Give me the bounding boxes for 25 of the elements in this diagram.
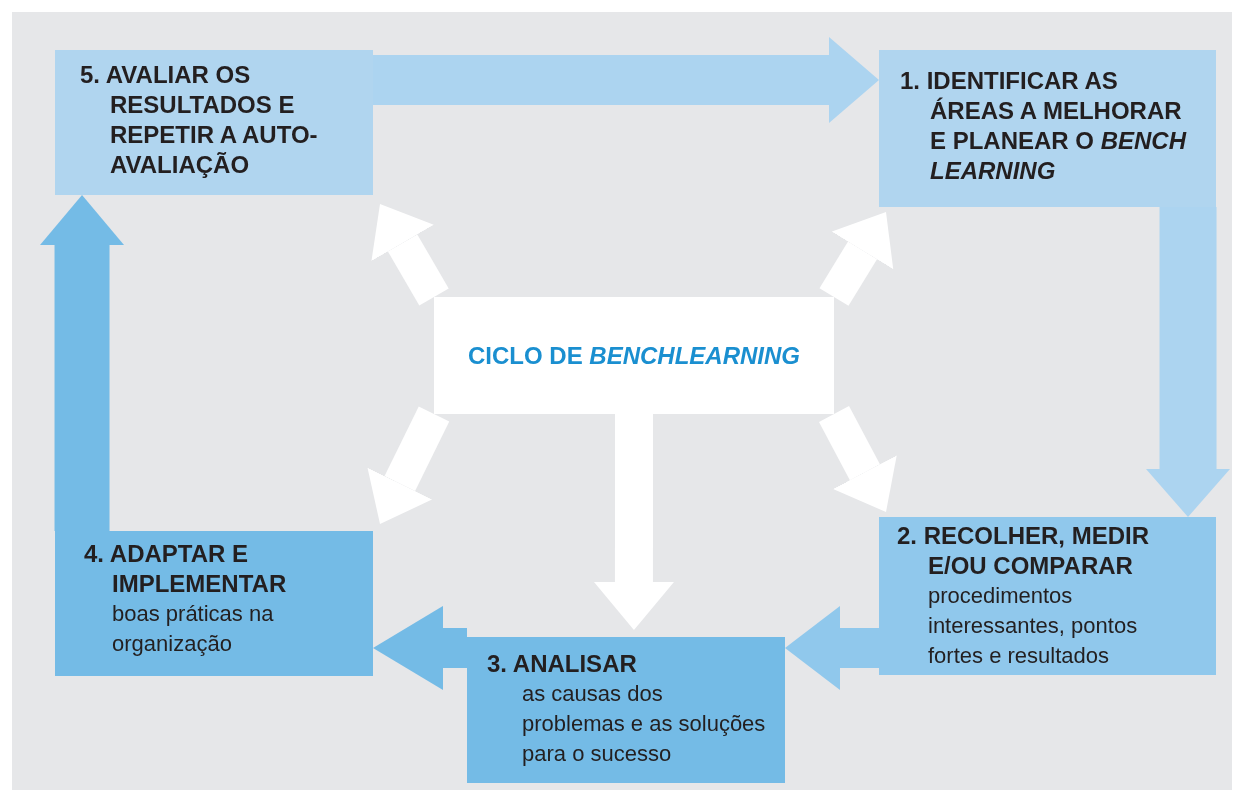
block-arrow bbox=[367, 406, 450, 524]
step-title: 2. RECOLHER, MEDIR E/OU COMPARAR bbox=[896, 521, 1151, 581]
block-arrow bbox=[372, 37, 879, 123]
block-arrow bbox=[40, 195, 125, 531]
step-description: boas práticas na organização bbox=[111, 600, 275, 658]
block-arrow bbox=[373, 605, 467, 690]
block-arrow bbox=[819, 212, 894, 306]
step-box bbox=[55, 531, 373, 676]
block-arrow bbox=[593, 414, 674, 630]
block-arrow bbox=[818, 406, 897, 512]
step-title: 1. IDENTIFICAR AS ÁREAS A MELHORAR E PLANEAR O BENCH LEARNING bbox=[899, 66, 1188, 186]
center-box bbox=[434, 297, 834, 414]
step-description: as causas dos problemas e as soluções para o sucesso bbox=[521, 680, 767, 768]
block-arrow bbox=[371, 204, 449, 306]
step-title: 5. AVALIAR OS RESULTADOS E REPETIR A AUTO-AVALIAÇÃO bbox=[79, 60, 319, 180]
step-box bbox=[55, 50, 373, 195]
cycle-label: CICLO DE BENCHLEARNING bbox=[468, 340, 800, 371]
block-arrow bbox=[1146, 207, 1231, 517]
step-box bbox=[467, 637, 785, 783]
step-description: procedimentos interessantes, pontos fortes e resultados bbox=[927, 582, 1139, 670]
block-arrow bbox=[785, 605, 879, 690]
step-box bbox=[879, 517, 1216, 675]
step-title: 3. ANALISAR bbox=[486, 649, 638, 679]
step-title: 4. ADAPTAR E IMPLEMENTAR bbox=[83, 539, 288, 599]
step-box bbox=[879, 50, 1216, 207]
